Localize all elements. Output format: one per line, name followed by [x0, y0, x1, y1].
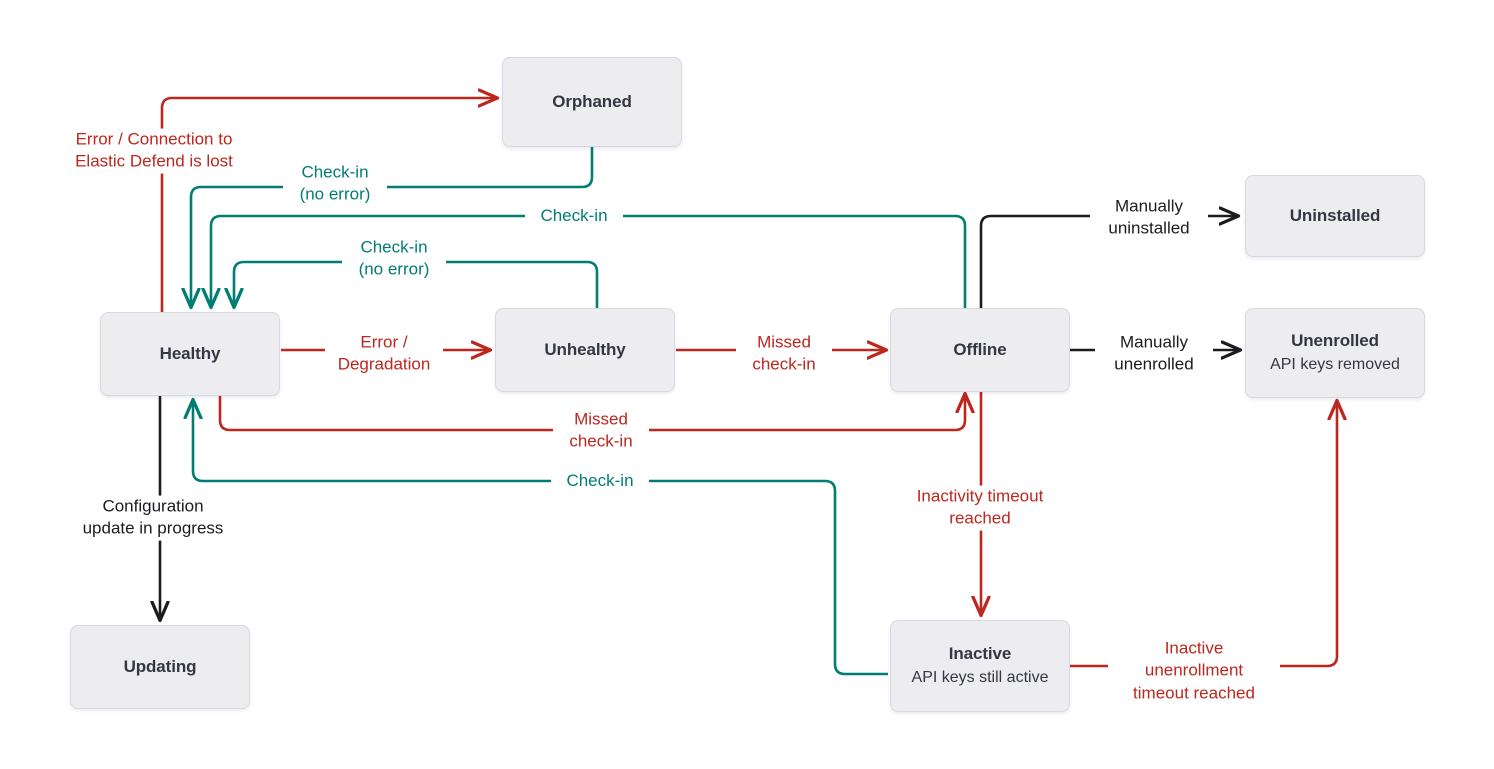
node-healthy[interactable]: Healthy — [100, 312, 280, 396]
node-title: Healthy — [159, 344, 221, 364]
edge-inactive-to-healthy — [193, 400, 888, 676]
edge-label-unhealthy-to-healthy: Check-in (no error) — [342, 236, 446, 282]
node-orphaned[interactable]: Orphaned — [502, 57, 682, 147]
node-unhealthy[interactable]: Unhealthy — [495, 308, 675, 392]
edge-healthy-to-orphaned — [160, 98, 497, 330]
edge-label-healthy-to-orphaned: Error / Connection to Elastic Defend is … — [56, 128, 252, 174]
edge-orphaned-to-healthy — [191, 146, 594, 307]
edge-label-offline-to-uninstalled: Manually uninstalled — [1090, 195, 1208, 241]
node-title: Orphaned — [552, 92, 632, 112]
edge-inactive-to-unenrolled — [1070, 401, 1337, 668]
node-uninstalled[interactable]: Uninstalled — [1245, 175, 1425, 257]
node-title: Updating — [123, 657, 197, 677]
edge-label-offline-to-healthy: Check-in — [525, 204, 623, 228]
edge-label-orphaned-to-healthy: Check-in (no error) — [283, 161, 387, 207]
node-offline[interactable]: Offline — [890, 308, 1070, 392]
node-updating[interactable]: Updating — [70, 625, 250, 709]
edge-label-inactive-to-unenrolled: Inactive unenrollment timeout reached — [1108, 637, 1280, 705]
edge-label-inactive-to-healthy: Check-in — [551, 469, 649, 493]
node-subtitle: API keys removed — [1270, 356, 1400, 374]
edge-label-healthy-to-unhealthy: Error / Degradation — [325, 331, 443, 377]
edge-label-healthy-to-offline: Missed check-in — [553, 408, 649, 454]
node-title: Unenrolled — [1291, 330, 1379, 350]
edge-label-offline-to-unenrolled: Manually unenrolled — [1095, 331, 1213, 377]
edge-offline-to-uninstalled — [979, 216, 1238, 312]
edge-label-healthy-to-updating: Configuration update in progress — [67, 495, 239, 541]
node-inactive[interactable]: Inactive API keys still active — [890, 620, 1070, 712]
node-title: Offline — [953, 340, 1007, 360]
node-title: Inactive — [948, 643, 1012, 663]
node-subtitle: API keys still active — [911, 669, 1049, 687]
node-title: Unhealthy — [544, 340, 626, 360]
edge-label-offline-to-inactive: Inactivity timeout reached — [896, 485, 1064, 531]
node-title: Uninstalled — [1289, 206, 1381, 226]
edge-label-unhealthy-to-offline: Missed check-in — [736, 331, 832, 377]
node-unenrolled[interactable]: Unenrolled API keys removed — [1245, 308, 1425, 398]
edge-offline-to-healthy — [211, 214, 967, 312]
